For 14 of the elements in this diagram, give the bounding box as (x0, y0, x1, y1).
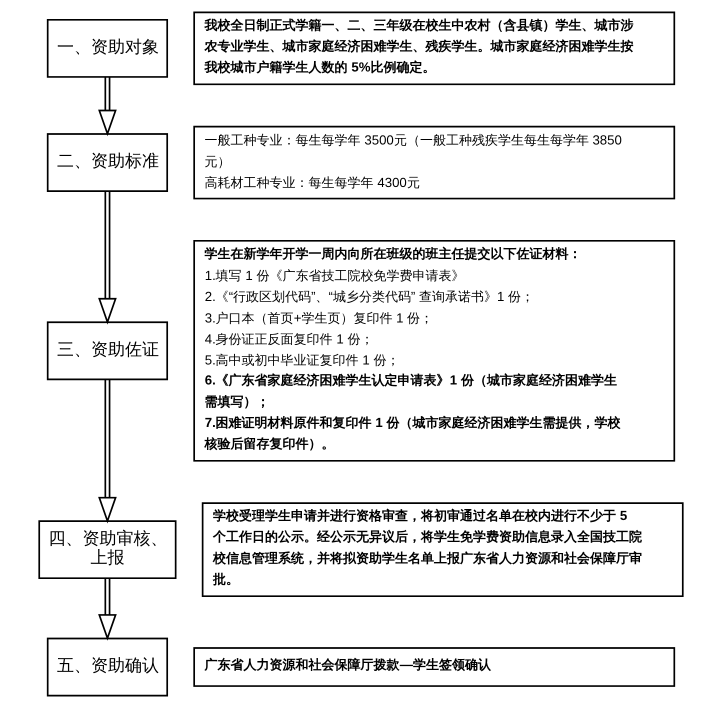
arrow (98, 578, 117, 641)
arrow (98, 192, 117, 325)
node-box: 广东省人力资源和社会保障厅拨款—学生签领确认 (193, 647, 676, 687)
node-box: 我校全日制正式学籍一、二、三年级在校生中农村（含县镇）学生、城市涉农专业学生、城市家庭经济困难学生、残疾学生。城市家庭经济困难学生按我校城市户籍学生人数的 5%比例确定。 (193, 12, 676, 86)
arrow (98, 380, 117, 524)
node-box: 三、资助佐证 (46, 321, 168, 380)
node-box: 学校受理学生申请并进行资格审查，将初审通过名单在校内进行不少于 5个工作日的公示。经公示无异议后，将学生免学费资助信息录入全国技工院校信息管理系统，并将拟资助学生名单上报广东省人力资源和社会保障厅审批。 (202, 502, 684, 598)
node-box: 一、资助对象 (46, 18, 168, 78)
node-box: 五、资助确认 (46, 638, 168, 696)
arrow (98, 77, 117, 136)
node-box: 二、资助标准 (46, 133, 168, 192)
node-box: 四、资助审核、上报 (38, 520, 176, 580)
node-box: 学生在新学年开学一周内向所在班级的班主任提交以下佐证材料： 1.填写 1 份《广东省技工院校免学费申请表》 2.《“行政区划代码”、“城乡分类代码” 查询承诺书》1 份； 3.户口本（首页+学生页）复印件 1 份； 4.身份证正反面复印件 1 份； 5.高中或初中毕业证复印件 1 份； 6.《广东省家庭经济困难学生认定申请表》1 份（城市家庭经济困难学生需填写）； 7.困难证明材料原件和复印件 1 份（城市家庭经济困难学生需提供，学校核验后留存复印件）。 (193, 240, 676, 462)
node-box: 一般工种专业：每生每学年 3500元（一般工种残疾学生每生每学年 3850元） 高耗材工种专业：每生每学年 4300元 (193, 126, 676, 200)
